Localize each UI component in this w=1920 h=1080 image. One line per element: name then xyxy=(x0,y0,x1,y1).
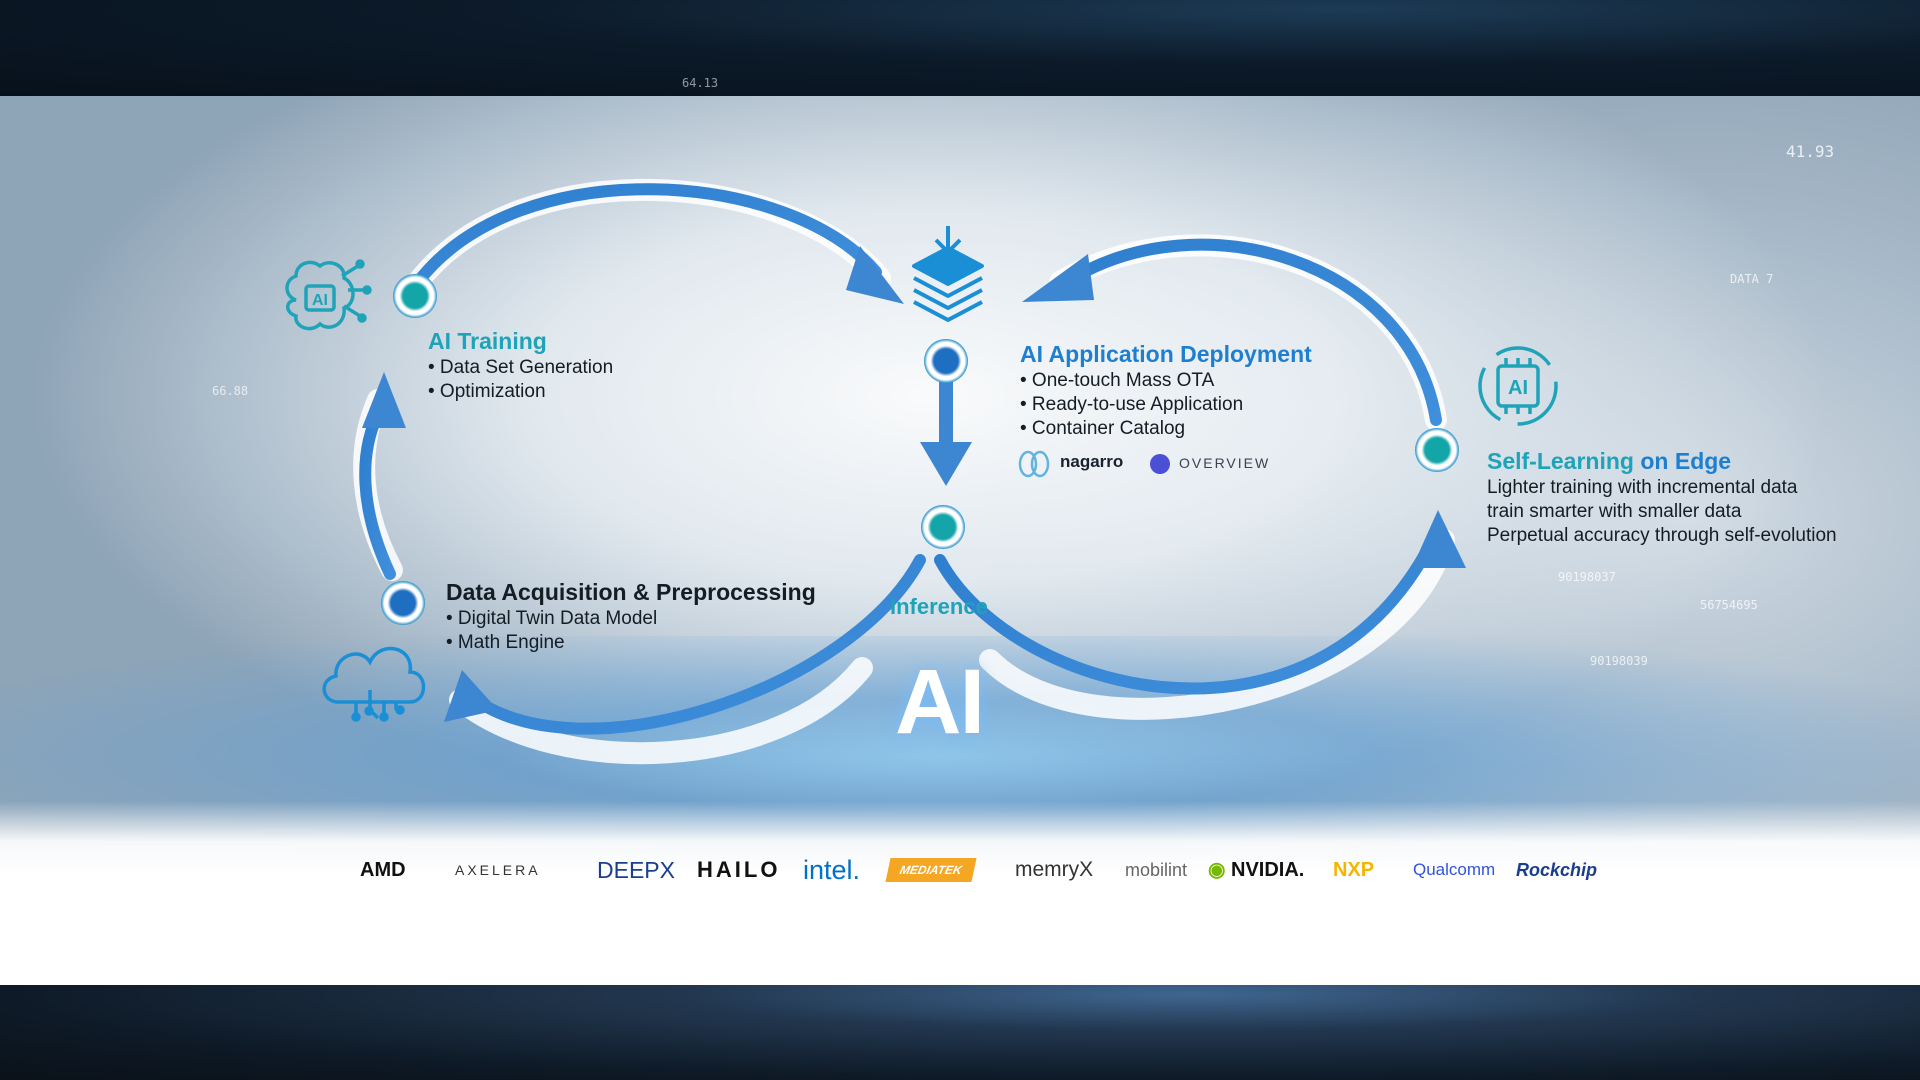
self-learning-line: Perpetual accuracy through self-evolutio… xyxy=(1487,525,1837,546)
arrowhead-selflearn xyxy=(1412,510,1466,568)
vendor-logo-intel: intel. xyxy=(803,855,861,885)
deployment-bullet: • One-touch Mass OTA xyxy=(1020,370,1215,391)
white-floor xyxy=(0,801,1920,985)
brain-icon xyxy=(285,259,372,331)
inference-shaft xyxy=(939,372,953,448)
data-label: DATA 7 xyxy=(1730,272,1774,286)
right-readout: 41.93 xyxy=(1786,142,1835,161)
chip-icon-label: AI xyxy=(1508,377,1528,399)
data-acquisition-bullet: • Digital Twin Data Model xyxy=(446,608,658,629)
arrowhead-deploy-right xyxy=(1022,254,1094,302)
deploy-stack-icon xyxy=(912,226,984,322)
arrow-inference-to-selflearn xyxy=(934,550,1430,695)
vendor-logo-memryx: memryX xyxy=(1015,858,1094,881)
node-deployment[interactable] xyxy=(924,339,968,383)
brain-icon-label: AI xyxy=(312,292,328,309)
data-acquisition-bullets: • Digital Twin Data Model • Math Engine xyxy=(446,607,657,655)
partner-logo-nagarro-mark xyxy=(1018,450,1050,478)
number-2: 56754695 xyxy=(1700,598,1758,612)
vendor-logo-deepx: DEEPX xyxy=(597,857,675,883)
deployment-bullet: • Ready-to-use Application xyxy=(1020,394,1244,415)
data-acquisition-bullet: • Math Engine xyxy=(446,632,565,653)
deployment-bullets: • One-touch Mass OTA • Ready-to-use Appl… xyxy=(1020,369,1243,441)
vendor-logo-nvidia-text: NVIDIA. xyxy=(1231,859,1305,881)
vendor-logo-qualcomm: Qualcomm xyxy=(1413,860,1496,879)
arrow-training-to-deploy xyxy=(412,183,882,288)
ai-training-bullet: • Optimization xyxy=(428,381,546,402)
ai-training-bullets: • Data Set Generation • Optimization xyxy=(428,356,613,404)
ai-training-title: AI Training xyxy=(428,328,547,354)
number-3: 90198039 xyxy=(1590,654,1648,668)
vendor-logo-strip: AMD AXELERA DEEPX HAILO intel. MEDIATEK … xyxy=(340,848,1640,892)
self-learning-line: Lighter training with incremental data xyxy=(1487,477,1798,498)
self-learning-title: Self-Learning on Edge xyxy=(1487,448,1731,475)
vendor-logo-rockchip: Rockchip xyxy=(1516,860,1598,880)
top-readout: 64.13 xyxy=(682,76,719,90)
cloud-network-icon xyxy=(322,646,426,722)
vendor-logo-axelera: AXELERA xyxy=(455,862,541,878)
self-learning-title-suffix: on Edge xyxy=(1633,448,1732,474)
arrowhead-training xyxy=(362,372,406,428)
vendor-logo-amd: AMD xyxy=(360,859,406,881)
vendor-logo-nvidia: ◉ NVIDIA. xyxy=(1208,859,1305,881)
number-1: 90198037 xyxy=(1558,570,1616,584)
top-letterbox: 64.13 xyxy=(0,0,1920,96)
center-ai-text: AI xyxy=(895,651,985,753)
partner-logo-overview: OVERVIEW xyxy=(1179,455,1271,471)
arrowhead-deploy-left xyxy=(846,246,904,304)
arrowhead-acquisition xyxy=(444,670,498,722)
node-inference[interactable] xyxy=(921,505,965,549)
node-self-learning[interactable] xyxy=(1415,428,1459,472)
arrow-inference-to-acquisition xyxy=(464,554,926,735)
vendor-logo-mobilint: mobilint xyxy=(1125,860,1188,880)
inference-label: Inference xyxy=(890,594,988,619)
self-learning-line: train smarter with smaller data xyxy=(1487,501,1742,522)
self-learning-title-highlight: Self-Learning xyxy=(1487,448,1634,474)
vendor-logo-hailo: HAILO xyxy=(697,857,781,882)
partner-logo-nagarro: nagarro xyxy=(1060,452,1124,471)
bottom-letterbox xyxy=(0,985,1920,1080)
chip-icon xyxy=(1478,346,1558,426)
arrowhead-inference xyxy=(920,442,972,486)
partner-logo-overview-mark xyxy=(1150,454,1170,474)
self-learning-lines: Lighter training with incremental data t… xyxy=(1487,476,1837,548)
ai-training-bullet: • Data Set Generation xyxy=(428,357,614,378)
vendor-logo-mediatek: MEDIATEK xyxy=(885,858,977,882)
node-data-acquisition[interactable] xyxy=(381,581,425,625)
deployment-title: AI Application Deployment xyxy=(1020,341,1312,367)
deployment-bullet: • Container Catalog xyxy=(1020,418,1186,439)
left-readout: 66.88 xyxy=(212,384,249,398)
data-acquisition-title: Data Acquisition & Preprocessing xyxy=(446,579,816,605)
arrow-selflearn-to-deploy xyxy=(1064,238,1442,426)
vendor-logo-nxp: NXP xyxy=(1333,859,1375,881)
node-ai-training[interactable] xyxy=(393,274,437,318)
